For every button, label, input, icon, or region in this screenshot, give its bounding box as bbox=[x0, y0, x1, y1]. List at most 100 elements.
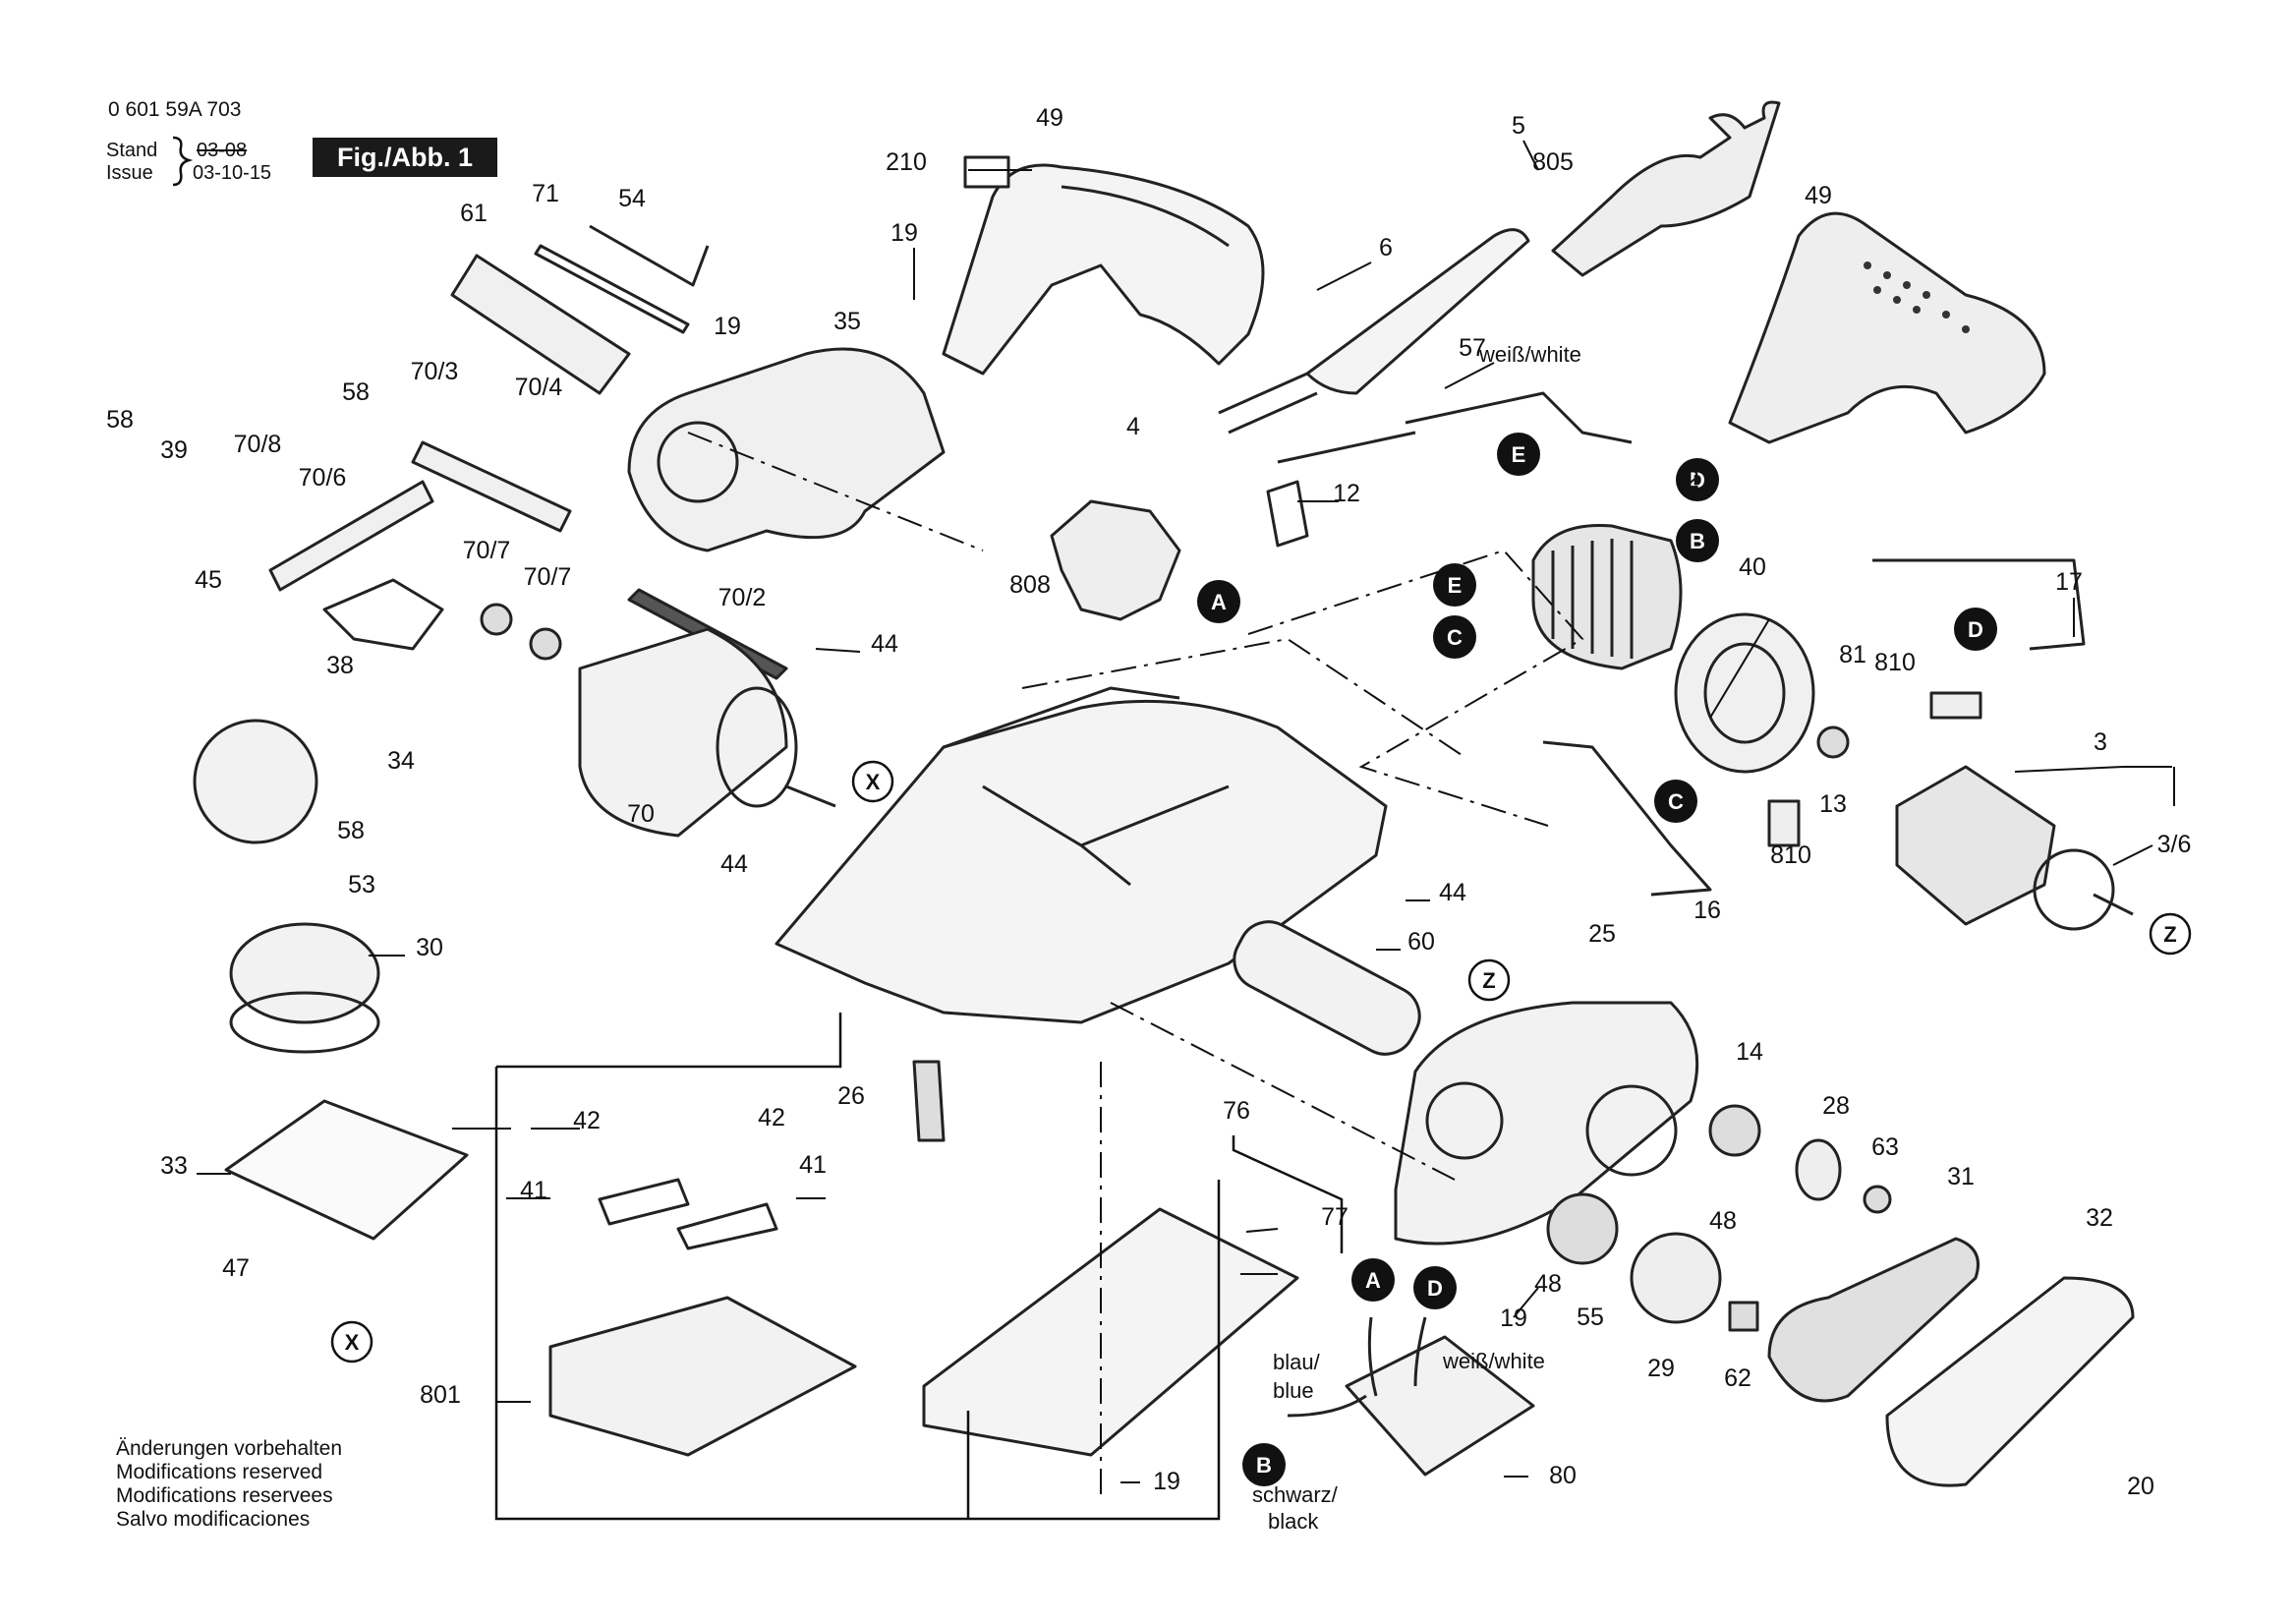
part-callout: 19 bbox=[890, 219, 918, 247]
callout-leader bbox=[1245, 1228, 1279, 1233]
part-callout: 47 bbox=[222, 1254, 250, 1282]
part-callout: 801 bbox=[420, 1381, 461, 1409]
part-callout: 70/2 bbox=[718, 584, 767, 611]
callout-leader bbox=[1522, 140, 1539, 171]
svg-text:E: E bbox=[1512, 442, 1526, 467]
part-callout: 41 bbox=[520, 1177, 547, 1204]
part-callout: 26 bbox=[837, 1082, 865, 1110]
svg-text:E: E bbox=[1448, 573, 1463, 598]
wire-callout: blau/ bbox=[1273, 1350, 1321, 1374]
handle-cover-part bbox=[942, 163, 1265, 376]
rail-70-3-part bbox=[411, 440, 572, 533]
part-callout: 34 bbox=[387, 747, 415, 775]
plate-38-part bbox=[322, 578, 444, 651]
part-callout: 40 bbox=[1739, 553, 1766, 581]
main-housing-detail bbox=[943, 686, 1230, 887]
part-callout: 14 bbox=[1736, 1038, 1763, 1066]
part-callout: 58 bbox=[106, 406, 134, 434]
connector-marker: A bbox=[1197, 580, 1240, 623]
svg-text:A: A bbox=[1211, 590, 1227, 614]
part-callout: 39 bbox=[160, 436, 188, 464]
part-callout: 33 bbox=[160, 1152, 188, 1180]
assembly-frame bbox=[494, 1067, 1221, 1521]
brush-holder-16-part bbox=[1542, 740, 1712, 897]
part-callout: 45 bbox=[195, 566, 222, 594]
part-callout: 29 bbox=[1647, 1355, 1675, 1382]
wire-callout: schwarz/ bbox=[1252, 1482, 1339, 1507]
hexkey-54-part bbox=[589, 224, 710, 287]
reference-marker: Z bbox=[1467, 958, 1511, 1002]
issue-date: 03-10-15 bbox=[193, 162, 272, 184]
stand-date: 03-08 bbox=[197, 140, 248, 161]
cover-25-opening bbox=[1425, 1081, 1504, 1160]
part-callout: 20 bbox=[2127, 1473, 2154, 1500]
field-2-part bbox=[1531, 523, 1683, 670]
part-callout: 30 bbox=[416, 934, 443, 961]
part-callout: 71 bbox=[532, 180, 559, 207]
part-callout: 77 bbox=[1321, 1203, 1349, 1231]
part-callout: 44 bbox=[720, 850, 748, 878]
part-callout: 13 bbox=[1819, 790, 1847, 818]
connector-marker: D bbox=[1954, 608, 1997, 651]
callout-leader bbox=[1316, 261, 1372, 291]
part-callout: 805 bbox=[1532, 148, 1574, 176]
bushing-70-7-part bbox=[529, 627, 562, 661]
part-callout: 19 bbox=[1153, 1468, 1180, 1495]
part-callout: 48 bbox=[1709, 1207, 1737, 1235]
connector-marker: B bbox=[1242, 1443, 1286, 1486]
nut-62-part bbox=[1728, 1301, 1759, 1332]
housing-35-part bbox=[627, 347, 946, 552]
plug-part bbox=[1551, 100, 1781, 277]
assembly-frame bbox=[496, 1013, 842, 1069]
connector-marker: B bbox=[1676, 519, 1719, 562]
brush-810-part bbox=[1929, 691, 1982, 720]
sole-part bbox=[922, 1207, 1299, 1457]
part-callout: 210 bbox=[886, 148, 927, 176]
cable-part bbox=[1305, 228, 1530, 395]
assembly-frame bbox=[1232, 1135, 1344, 1253]
connector-marker: E bbox=[1497, 433, 1540, 476]
part-callout: 48 bbox=[1534, 1270, 1562, 1298]
part-callout: 810 bbox=[1770, 841, 1811, 869]
cable-leads-part bbox=[1218, 372, 1318, 435]
capacitor-12-part bbox=[1266, 480, 1309, 548]
figure-badge: Fig./Abb. 1 bbox=[313, 138, 497, 177]
pulley-28-part bbox=[1795, 1138, 1842, 1201]
terminal-80-part bbox=[1345, 1335, 1535, 1477]
part-callout: 3 bbox=[2094, 728, 2107, 756]
part-callout: 28 bbox=[1822, 1092, 1850, 1120]
wire-white-part bbox=[1413, 1316, 1427, 1387]
assembly-frames bbox=[494, 1013, 1344, 1521]
part-callout: 80 bbox=[1549, 1462, 1577, 1489]
part-callout: 63 bbox=[1871, 1133, 1899, 1161]
connector-marker: D bbox=[1676, 458, 1719, 501]
drum-70-end bbox=[716, 686, 798, 808]
part-callout: 42 bbox=[573, 1107, 601, 1134]
leader-dashes bbox=[687, 432, 1584, 1494]
cover-61-part bbox=[450, 254, 631, 395]
part-callout: 54 bbox=[618, 185, 646, 212]
clip-41-part bbox=[598, 1178, 778, 1250]
handle-right-part bbox=[1728, 211, 2046, 444]
part-callout: 60 bbox=[1407, 928, 1435, 956]
svg-text:A: A bbox=[1365, 1268, 1381, 1293]
part-callout: 5 bbox=[1512, 112, 1525, 140]
bracket-icon bbox=[172, 136, 193, 187]
part-callout: 70/8 bbox=[234, 431, 282, 458]
cover-32-part bbox=[1885, 1276, 2135, 1487]
knob-34-part bbox=[193, 719, 318, 844]
wire-callout: blue bbox=[1273, 1378, 1314, 1403]
callout-leader bbox=[2112, 844, 2153, 866]
reference-marker: X bbox=[330, 1320, 373, 1363]
ring-40-part bbox=[1674, 612, 1815, 774]
svg-text:Z: Z bbox=[2163, 922, 2176, 947]
callout-leader bbox=[2014, 766, 2124, 773]
svg-text:B: B bbox=[1690, 529, 1705, 553]
part-drawings bbox=[193, 100, 2135, 1487]
shaft-part bbox=[2093, 893, 2134, 916]
tube-60-part bbox=[1233, 920, 1421, 1056]
belt-31-part bbox=[1767, 1237, 1980, 1403]
